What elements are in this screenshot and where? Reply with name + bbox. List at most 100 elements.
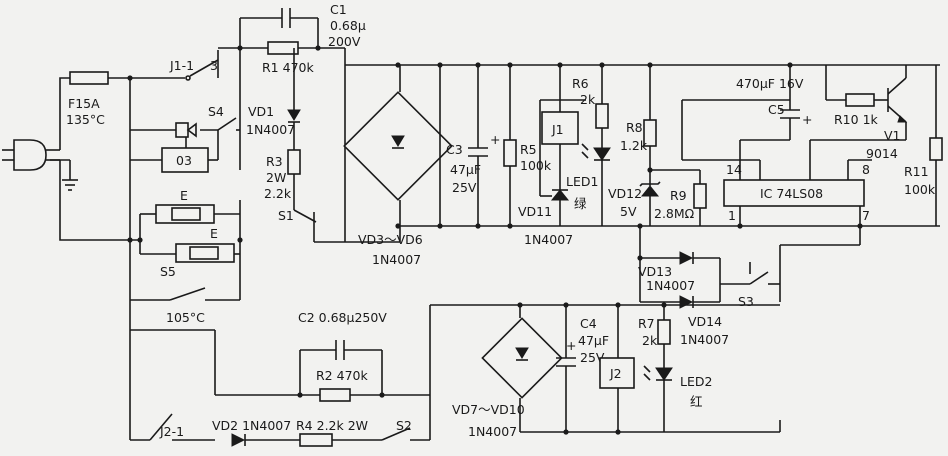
c3-voltage: 25V bbox=[452, 180, 477, 195]
fuse-f15a bbox=[69, 71, 109, 85]
diode-vd13 bbox=[679, 251, 694, 265]
vd12-voltage: 5V bbox=[620, 204, 637, 219]
c5-spec: 470μF 16V bbox=[736, 76, 804, 91]
r3-power: 2W bbox=[266, 170, 286, 185]
led2-color: 红 bbox=[690, 394, 703, 409]
e2-label: E bbox=[210, 226, 218, 241]
c4-voltage: 25V bbox=[580, 350, 605, 365]
vd3-vd6-label: VD3～VD6 bbox=[358, 232, 423, 247]
j1-1-label: J1-1 bbox=[169, 58, 194, 73]
r9-value: 2.8MΩ bbox=[654, 206, 695, 221]
vd14-label: VD14 bbox=[688, 314, 722, 329]
resistor-r11 bbox=[929, 137, 943, 161]
ic-pin-1: 1 bbox=[728, 208, 736, 223]
vd3-vd6-type: 1N4007 bbox=[372, 252, 421, 267]
led-led1 bbox=[581, 143, 611, 161]
r7-label: R7 bbox=[638, 316, 655, 331]
switch-s3 bbox=[720, 262, 780, 285]
resistor-r3 bbox=[287, 149, 301, 175]
r9-label: R9 bbox=[670, 188, 687, 203]
c4-capacitance: 47μF bbox=[578, 333, 609, 348]
diode-vd1 bbox=[287, 109, 301, 123]
v1-type: 9014 bbox=[866, 146, 898, 161]
c4-plus: + bbox=[566, 338, 576, 353]
vd13-label: VD13 bbox=[638, 264, 672, 279]
fuse-temp-label: 135°C bbox=[66, 112, 105, 127]
r3-value: 2.2k bbox=[264, 186, 292, 201]
vd1-type: 1N4007 bbox=[246, 122, 295, 137]
vd14-type: 1N4007 bbox=[680, 332, 729, 347]
r11-value: 100k bbox=[904, 182, 936, 197]
vd11-label: VD11 bbox=[518, 204, 552, 219]
vd12-label: VD12 bbox=[608, 186, 642, 201]
r10-label: R10 1k bbox=[834, 112, 879, 127]
c1-label: C1 bbox=[330, 2, 347, 17]
relay-contact-j1-1 bbox=[185, 47, 240, 81]
ground-symbol bbox=[50, 159, 78, 191]
r11-label: R11 bbox=[904, 164, 929, 179]
ic-pin-8: 8 bbox=[862, 162, 870, 177]
switch-s2 bbox=[381, 427, 430, 441]
zener-diode-vd12 bbox=[639, 181, 661, 197]
o3-label: 03 bbox=[176, 153, 192, 168]
transistor-v1 bbox=[887, 77, 908, 123]
s3-label: S3 bbox=[738, 294, 754, 309]
led1-color: 绿 bbox=[574, 196, 587, 211]
diode-vd14 bbox=[679, 295, 694, 309]
s1-label: S1 bbox=[278, 208, 294, 223]
r7-value: 2k bbox=[642, 333, 658, 348]
r3-label: R3 bbox=[266, 154, 283, 169]
vd7-vd10-label: VD7～VD10 bbox=[452, 402, 525, 417]
s5-temp: 105°C bbox=[166, 310, 205, 325]
e1-label: E bbox=[180, 188, 188, 203]
r6-value: 2k bbox=[580, 92, 596, 107]
ic-label: IC 74LS08 bbox=[760, 186, 823, 201]
j2-label: J2 bbox=[609, 366, 622, 381]
resistor-r9 bbox=[693, 183, 707, 209]
relay-coil-j1 bbox=[541, 111, 579, 145]
c2-label: C2 0.68μ250V bbox=[298, 310, 387, 325]
vd13-type: 1N4007 bbox=[646, 278, 695, 293]
c1-voltage: 200V bbox=[328, 34, 361, 49]
led1-label: LED1 bbox=[566, 174, 598, 189]
j2-1-label: J2-1 bbox=[159, 424, 184, 439]
j1-label: J1 bbox=[551, 122, 564, 137]
ic-pin-7: 7 bbox=[862, 208, 870, 223]
vd1-label: VD1 bbox=[248, 104, 274, 119]
ic-74ls08 bbox=[723, 179, 865, 207]
r8-value: 1.2k bbox=[620, 138, 648, 153]
r6-label: R6 bbox=[572, 76, 589, 91]
capacitor-c1 bbox=[281, 8, 291, 28]
r4-label: R4 2.2k 2W bbox=[296, 418, 368, 433]
ic-pin-14: 14 bbox=[726, 162, 742, 177]
r1-label: R1 470k bbox=[262, 60, 314, 75]
switch-s1 bbox=[293, 200, 317, 242]
switch-s5 bbox=[130, 287, 241, 301]
heater-element-1 bbox=[155, 204, 215, 224]
diode-vd11 bbox=[550, 189, 570, 201]
c1-value: 0.68μ bbox=[330, 18, 366, 33]
c3-plus: + bbox=[490, 132, 500, 147]
r5-label: R5 bbox=[520, 142, 537, 157]
fuse-label: F15A bbox=[68, 96, 100, 111]
vd11-type: 1N4007 bbox=[524, 232, 573, 247]
resistor-r4 bbox=[299, 433, 333, 447]
capacitor-c2 bbox=[335, 340, 345, 360]
r8-label: R8 bbox=[626, 120, 643, 135]
capacitor-c3 bbox=[468, 147, 488, 157]
led-led2 bbox=[643, 365, 673, 381]
c3-capacitance: 47μF bbox=[450, 162, 481, 177]
relay-coil-j2 bbox=[599, 357, 635, 389]
c3-label: C3 bbox=[446, 142, 463, 157]
bridge-rectifier-vd3-vd6 bbox=[343, 91, 453, 201]
switch-s4 bbox=[130, 117, 240, 138]
resistor-r10 bbox=[845, 93, 875, 107]
diode-vd2 bbox=[231, 433, 246, 447]
resistor-r6 bbox=[595, 103, 609, 129]
c5-plus: + bbox=[802, 112, 812, 127]
relay-contact-j2-1 bbox=[149, 413, 215, 441]
j1-1-pin3: 3 bbox=[210, 58, 218, 73]
s5-label: S5 bbox=[160, 264, 176, 279]
led2-label: LED2 bbox=[680, 374, 712, 389]
